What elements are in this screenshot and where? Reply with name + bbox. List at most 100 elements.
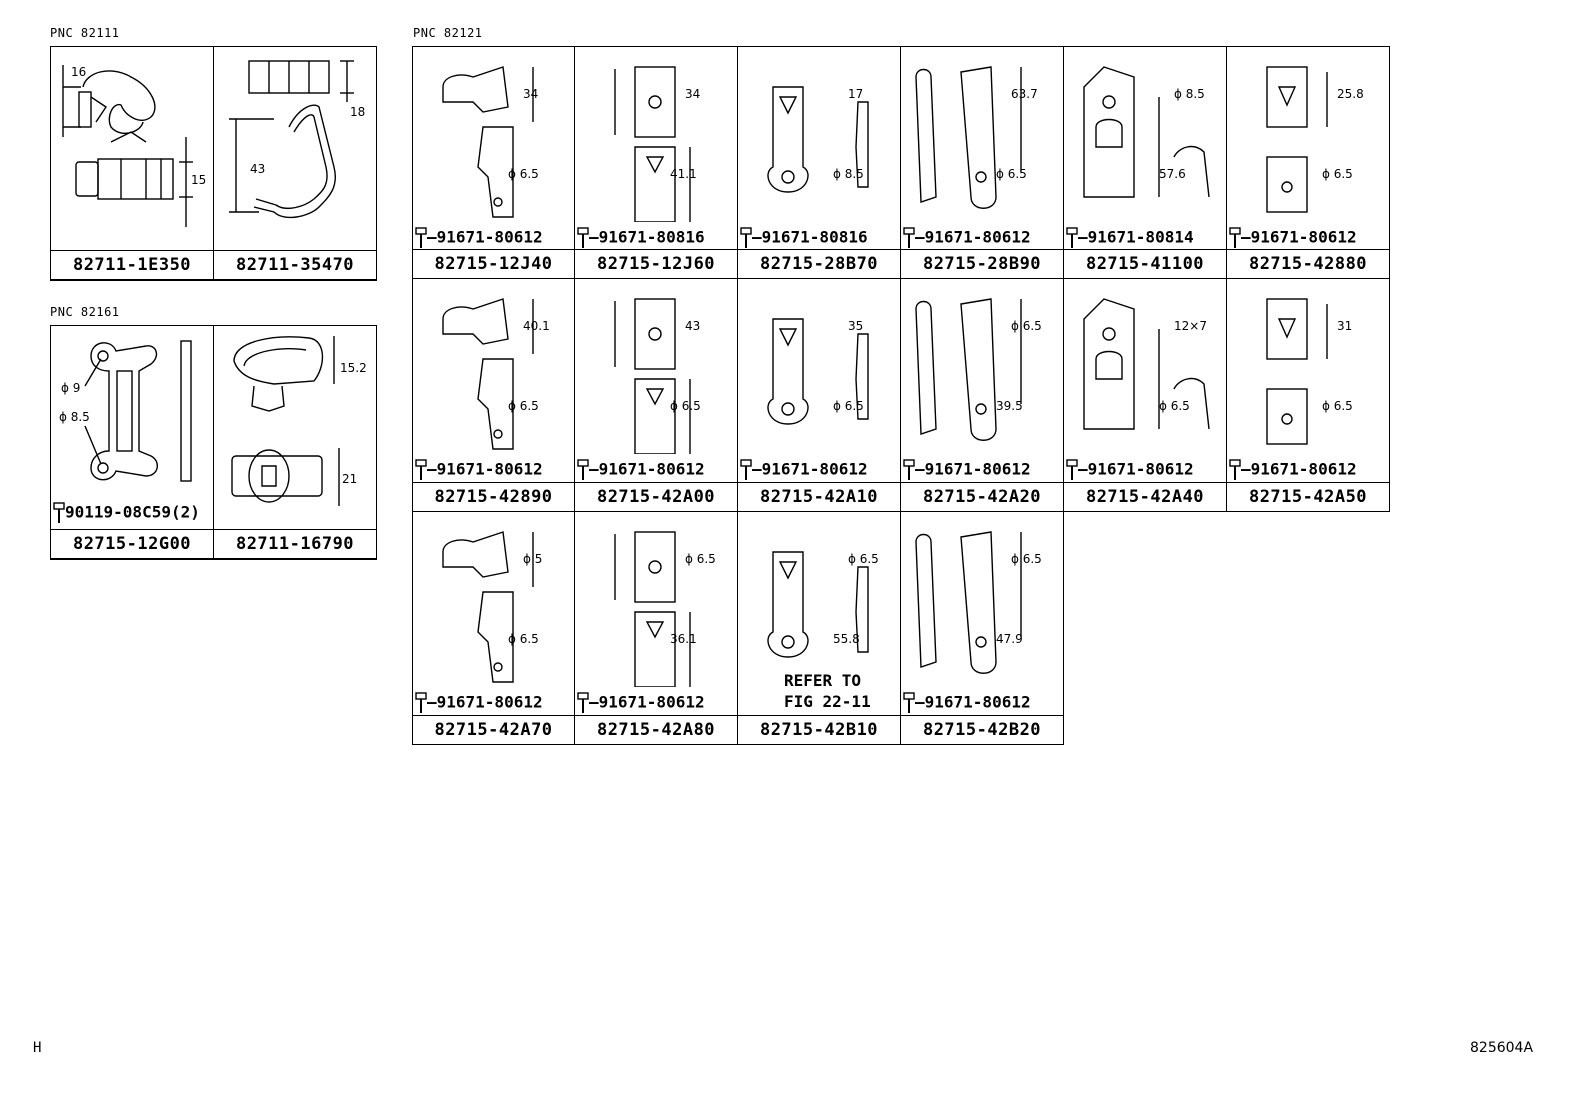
refer-note: REFER TO FIG 22-11 xyxy=(784,670,871,712)
bolt-part-number: —91671-80816 xyxy=(589,227,705,247)
pnc-label-82111: PNC 82111 xyxy=(50,26,120,40)
bolt-icon xyxy=(415,692,427,713)
part-cell-82711-16790[interactable]: 15.2 21 82711-16790 xyxy=(214,326,376,559)
part-number: 82715-28B90 xyxy=(901,249,1063,278)
bolt-icon xyxy=(415,227,427,248)
bolt-icon xyxy=(740,459,752,480)
dimension-label: ϕ 9 xyxy=(61,381,81,395)
part-number: 82715-12G00 xyxy=(51,529,213,558)
bolt-part-number: —91671-80612 xyxy=(915,459,1031,479)
bolt-callout: —91671-80612 xyxy=(1229,459,1357,481)
part-cell-82715-42A50[interactable]: 31 ϕ 6.5 —91671-80612 82715-42A50 xyxy=(1227,279,1390,512)
bolt-part-number: —91671-80612 xyxy=(427,459,543,479)
dimension-label: 43 xyxy=(250,162,266,176)
clip-drawing xyxy=(62,65,193,227)
part-number: 82715-42A70 xyxy=(413,715,574,744)
part-number: 82715-42A20 xyxy=(901,482,1063,511)
bolt-icon xyxy=(53,502,65,523)
bracket-drawing xyxy=(442,298,534,450)
dimension-label: 63.7 xyxy=(1011,87,1038,101)
dimension-label: 41.1 xyxy=(670,167,697,181)
part-number: 82715-42890 xyxy=(413,482,574,511)
refer-line: FIG 22-11 xyxy=(784,692,871,711)
part-number: 82715-28B70 xyxy=(738,249,900,278)
dimension-label: 39.5 xyxy=(996,399,1023,413)
dimension-label: 35 xyxy=(848,319,864,333)
dimension-label: ϕ 6.5 xyxy=(1322,399,1353,413)
dimension-label: ϕ 6.5 xyxy=(685,552,716,566)
footer-figure-code: 825604A xyxy=(1470,1040,1534,1056)
bolt-icon xyxy=(577,459,589,480)
dimension-label: 21 xyxy=(342,472,358,486)
refer-line: REFER TO xyxy=(784,671,862,690)
bolt-part-number: —91671-80612 xyxy=(915,227,1031,247)
part-number: 82715-42A10 xyxy=(738,482,900,511)
bolt-part-number: —91671-80612 xyxy=(915,692,1031,712)
bolt-callout: —91671-80612 xyxy=(740,459,868,481)
footer-section-code: H xyxy=(33,1040,42,1056)
dimension-label: ϕ 8.5 xyxy=(59,410,90,424)
pnc-label-82161: PNC 82161 xyxy=(50,305,120,319)
bolt-icon xyxy=(1066,227,1078,248)
part-number: 82715-42A50 xyxy=(1227,482,1389,511)
dimension-label: 47.9 xyxy=(996,632,1023,646)
part-number: 82715-42A80 xyxy=(575,715,737,744)
part-number: 82715-42B10 xyxy=(738,715,900,744)
part-number: 82711-35470 xyxy=(214,250,376,279)
bolt-callout: —91671-80612 xyxy=(577,692,705,714)
bracket-drawing xyxy=(1266,66,1328,213)
dimension-label: 57.6 xyxy=(1159,167,1186,181)
bolt-icon xyxy=(1229,227,1241,248)
dimension-label: ϕ 6.5 xyxy=(833,399,864,413)
bolt-part-number: —91671-80612 xyxy=(427,227,543,247)
bolt-icon xyxy=(415,459,427,480)
part-cell-82715-12G00[interactable]: ϕ 9 ϕ 8.5 90119-08C59(2) 82715-12G00 xyxy=(51,326,214,559)
group-82161-grid: ϕ 9 ϕ 8.5 90119-08C59(2) 82715-12G00 15.… xyxy=(50,325,377,560)
dimension-label: 34 xyxy=(523,87,539,101)
part-cell-82711-35470[interactable]: 18 43 82711-35470 xyxy=(214,47,376,280)
dimension-label: ϕ 6.5 xyxy=(848,552,879,566)
bolt-callout: —91671-80612 xyxy=(903,459,1031,481)
dimension-label: 36.1 xyxy=(670,632,697,646)
bracket-drawing xyxy=(1083,298,1210,430)
bracket-drawing xyxy=(767,86,869,193)
dimension-label: 25.8 xyxy=(1337,87,1364,101)
dimension-label: 31 xyxy=(1337,319,1353,333)
bolt-callout: —91671-80612 xyxy=(415,227,543,249)
bracket-drawing xyxy=(614,531,691,687)
dimension-label: ϕ 6.5 xyxy=(1011,552,1042,566)
part-cell-82711-1E350[interactable]: 16 15 82711-1E350 xyxy=(51,47,214,280)
dimension-label: 16 xyxy=(71,65,87,79)
bolt-icon xyxy=(577,227,589,248)
bolt-part-number: —91671-80612 xyxy=(589,459,705,479)
dimension-label: 17 xyxy=(848,87,864,101)
bracket-drawing xyxy=(915,298,1022,441)
dimension-label: 15.2 xyxy=(340,361,367,375)
bolt-callout: —91671-80612 xyxy=(1229,227,1357,249)
bracket-drawing xyxy=(614,66,691,222)
bolt-part-number: —91671-80612 xyxy=(1241,459,1357,479)
dimension-label: 55.8 xyxy=(833,632,860,646)
bolt-part-number: —91671-80612 xyxy=(1241,227,1357,247)
dimension-label: 15 xyxy=(191,173,207,187)
bracket-drawing xyxy=(1266,298,1328,445)
part-number: 82715-42880 xyxy=(1227,249,1389,278)
bolt-callout: 90119-08C59(2) xyxy=(53,502,200,524)
clip-drawing xyxy=(231,336,340,506)
dimension-label: ϕ 6.5 xyxy=(670,399,701,413)
